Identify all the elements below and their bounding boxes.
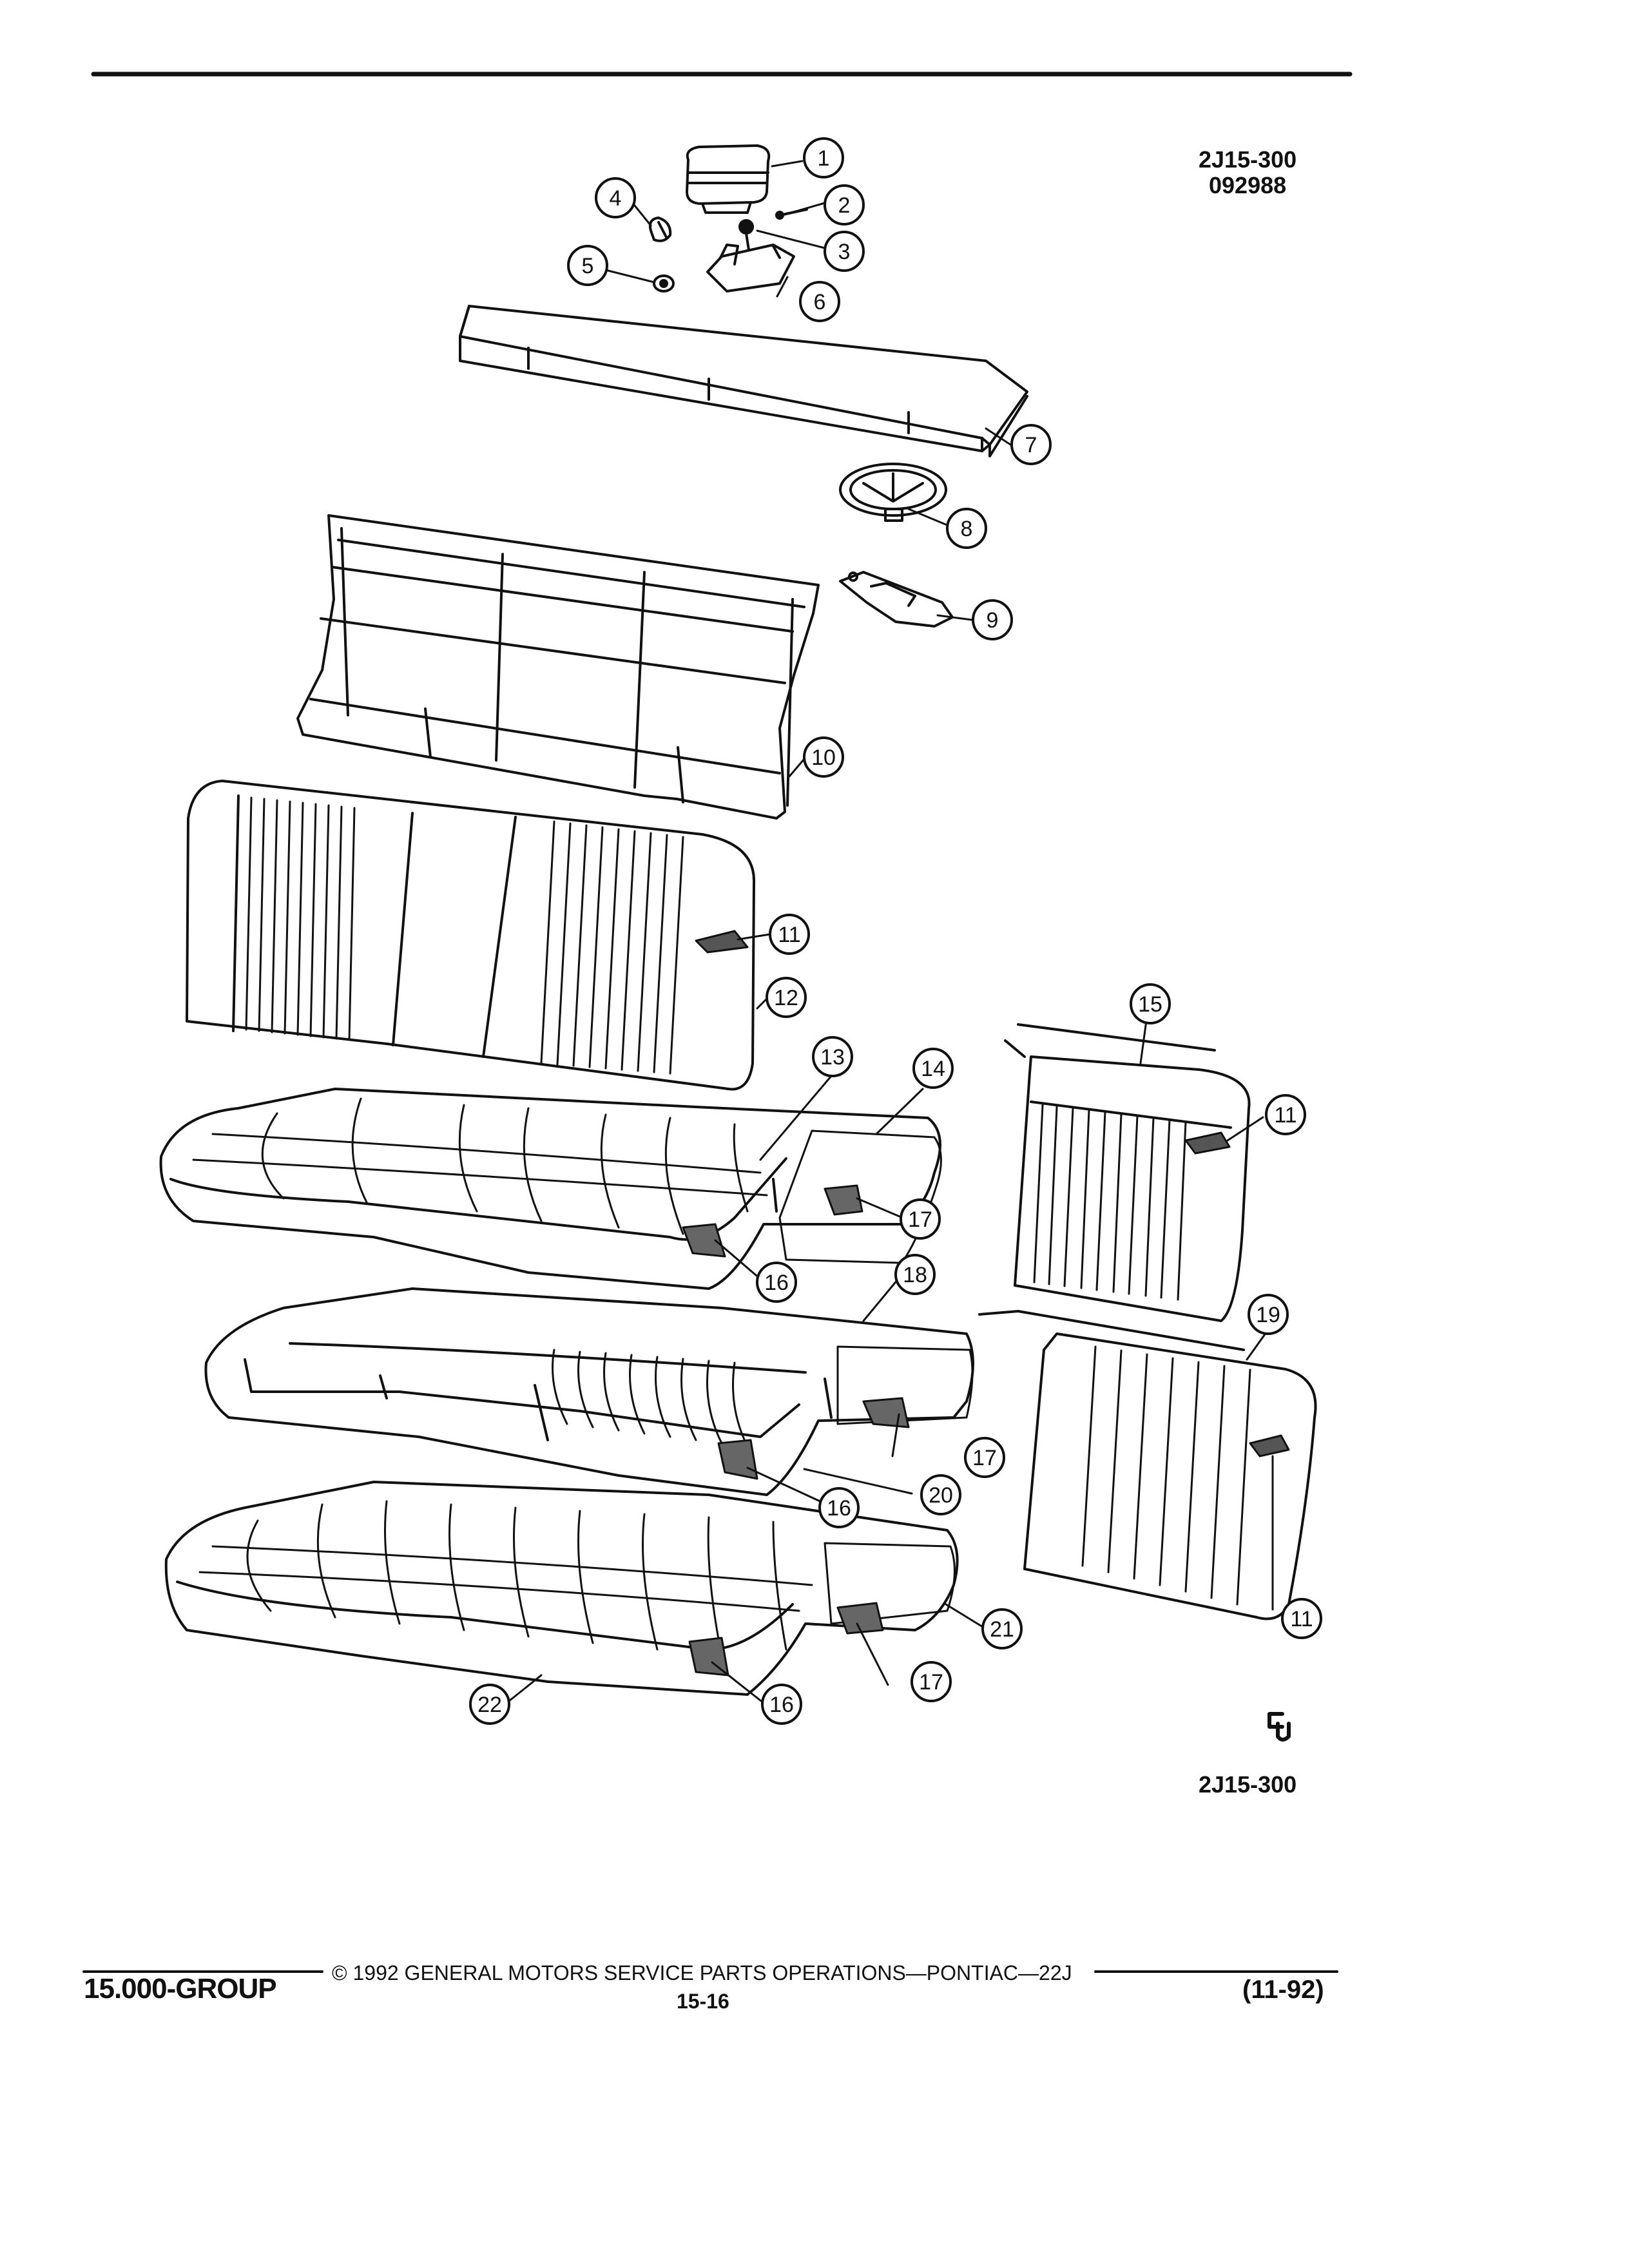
svg-text:6: 6 bbox=[814, 290, 826, 314]
svg-text:17: 17 bbox=[908, 1207, 932, 1232]
illustration-code-footer: 2J15-300 bbox=[1199, 1771, 1297, 1798]
part-20-seat-cover-side bbox=[836, 1345, 974, 1425]
callout-8: 8 bbox=[946, 508, 987, 549]
svg-text:11: 11 bbox=[778, 923, 800, 947]
svg-text:21: 21 bbox=[990, 1617, 1014, 1642]
callout-7: 7 bbox=[1010, 424, 1052, 465]
svg-text:9: 9 bbox=[987, 608, 999, 633]
part-11-retainer-clips bbox=[695, 930, 1290, 1457]
callout-14: 14 bbox=[912, 1048, 954, 1089]
svg-text:17: 17 bbox=[972, 1446, 997, 1470]
callout-leader-lines bbox=[508, 160, 1280, 1704]
callout-3: 3 bbox=[824, 231, 865, 272]
callout-11a: 11 bbox=[769, 914, 810, 955]
svg-text:3: 3 bbox=[838, 240, 851, 264]
part-18-seat-cushion bbox=[204, 1287, 974, 1496]
callout-9: 9 bbox=[972, 599, 1013, 640]
callout-5: 5 bbox=[567, 245, 608, 286]
svg-text:14: 14 bbox=[921, 1057, 945, 1081]
part-22-seat-cushion bbox=[164, 1481, 959, 1696]
callout-16a: 16 bbox=[756, 1262, 797, 1303]
callout-11b: 11 bbox=[1265, 1094, 1306, 1135]
part-16-17-clip-pads bbox=[682, 1184, 910, 1677]
footer-group-label: 15.000-GROUP bbox=[84, 1973, 277, 2004]
part-1-pad bbox=[686, 144, 771, 214]
svg-text:16: 16 bbox=[769, 1693, 794, 1717]
part-13-seat-cushion bbox=[159, 1088, 941, 1290]
callout-13: 13 bbox=[812, 1036, 853, 1077]
svg-text:13: 13 bbox=[820, 1045, 845, 1070]
svg-text:5: 5 bbox=[582, 254, 594, 278]
callout-12: 12 bbox=[766, 977, 807, 1018]
part-3-bolt bbox=[738, 219, 754, 251]
callout-bubbles: 1 2 3 4 5 6 7 8 9 10 11 12 13 14 15 11 1… bbox=[469, 137, 1322, 1725]
svg-text:15: 15 bbox=[1138, 992, 1162, 1017]
svg-text:8: 8 bbox=[961, 517, 973, 541]
svg-text:20: 20 bbox=[929, 1483, 953, 1508]
part-10-seatback-frame bbox=[296, 514, 820, 820]
svg-text:12: 12 bbox=[774, 986, 798, 1010]
manufacturer-logo-mark bbox=[1268, 1712, 1291, 1742]
footer-page-number: 15-16 bbox=[677, 1990, 729, 2013]
part-14-seat-cover bbox=[778, 1129, 942, 1264]
callout-11c: 11 bbox=[1281, 1598, 1322, 1639]
callout-1: 1 bbox=[803, 137, 844, 178]
svg-text:16: 16 bbox=[827, 1496, 851, 1521]
svg-text:17: 17 bbox=[919, 1670, 943, 1695]
svg-text:4: 4 bbox=[610, 186, 622, 211]
callout-17c: 17 bbox=[911, 1661, 952, 1702]
svg-text:10: 10 bbox=[811, 745, 836, 770]
callout-15: 15 bbox=[1130, 983, 1171, 1024]
part-7-package-tray bbox=[459, 305, 1028, 457]
svg-text:18: 18 bbox=[903, 1263, 927, 1287]
callout-10: 10 bbox=[803, 736, 844, 778]
callout-16c: 16 bbox=[761, 1684, 802, 1725]
callout-16b: 16 bbox=[818, 1487, 860, 1528]
footer-copyright: © 1992 GENERAL MOTORS SERVICE PARTS OPER… bbox=[332, 1961, 1072, 1984]
illustration-code-header: 2J15-300 092988 bbox=[1199, 147, 1296, 198]
part-6-bracket bbox=[706, 244, 795, 293]
footer-revision-date: (11-92) bbox=[1242, 1975, 1324, 2004]
callout-4: 4 bbox=[595, 177, 636, 218]
svg-text:19: 19 bbox=[1256, 1303, 1280, 1327]
illustration-date-code: 092988 bbox=[1209, 172, 1287, 198]
svg-text:22: 22 bbox=[477, 1693, 502, 1717]
callout-18: 18 bbox=[894, 1254, 936, 1295]
part-5-nut bbox=[653, 274, 675, 293]
svg-text:16: 16 bbox=[764, 1271, 789, 1295]
svg-text:11: 11 bbox=[1290, 1607, 1313, 1631]
svg-text:7: 7 bbox=[1025, 433, 1037, 457]
callout-19: 19 bbox=[1248, 1294, 1289, 1335]
callout-2: 2 bbox=[824, 184, 865, 226]
callout-21: 21 bbox=[981, 1608, 1023, 1649]
part-15-seatback-side bbox=[1004, 1023, 1251, 1322]
callout-17b: 17 bbox=[964, 1437, 1005, 1478]
part-8-speaker bbox=[839, 463, 947, 522]
part-4-clip bbox=[648, 216, 672, 242]
part-21-seat-cover-side bbox=[824, 1542, 956, 1625]
illustration-code: 2J15-300 bbox=[1199, 146, 1297, 173]
callout-6: 6 bbox=[799, 281, 840, 322]
part-12-seatback bbox=[186, 780, 756, 1091]
svg-text:1: 1 bbox=[818, 146, 830, 171]
callout-17a: 17 bbox=[900, 1198, 941, 1240]
svg-text:2: 2 bbox=[838, 193, 851, 218]
callout-22: 22 bbox=[469, 1684, 510, 1725]
part-9-bracket bbox=[839, 571, 954, 628]
part-2-screw bbox=[775, 208, 808, 220]
part-19-seatback-side bbox=[978, 1310, 1317, 1620]
callout-20: 20 bbox=[920, 1474, 961, 1515]
svg-text:11: 11 bbox=[1274, 1103, 1296, 1128]
